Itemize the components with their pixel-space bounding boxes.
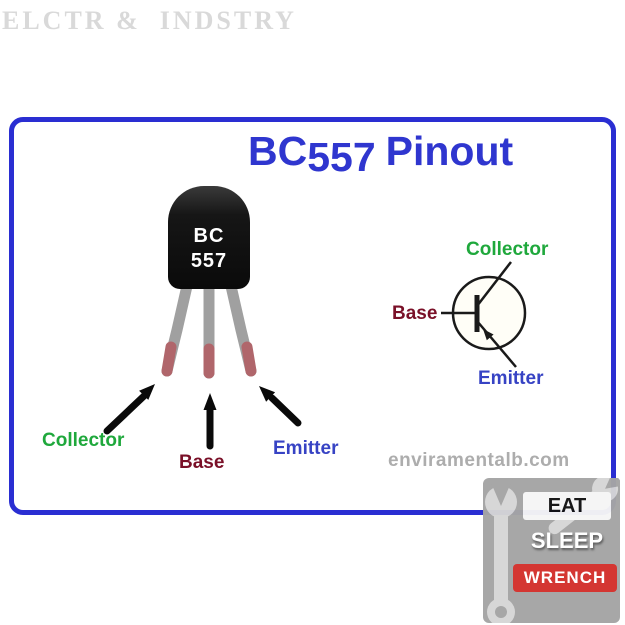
emitter-arrowhead-icon bbox=[259, 386, 276, 402]
pin-label-collector: Collector bbox=[42, 430, 125, 451]
logo-text-eat: EAT bbox=[523, 492, 611, 520]
transistor-legs-icon bbox=[161, 280, 257, 379]
package-label-line2: 557 bbox=[190, 250, 228, 272]
pin-label-base: Base bbox=[179, 452, 225, 473]
symbol-label-base: Base bbox=[392, 303, 438, 324]
transistor-package-label: BC 557 bbox=[168, 224, 250, 274]
symbol-label-collector: Collector bbox=[466, 239, 549, 260]
collector-arrow-icon bbox=[103, 392, 148, 435]
symbol-collector-lead bbox=[476, 261, 512, 307]
pin-label-emitter: Emitter bbox=[273, 438, 339, 459]
transistor-package-icon bbox=[168, 186, 250, 289]
top-watermark: ELCTR & INDSTRY bbox=[2, 6, 297, 35]
title-part-number: 557 bbox=[307, 134, 376, 180]
title-suffix: Pinout bbox=[385, 128, 514, 174]
logo-text-wrench: WRENCH bbox=[513, 564, 617, 592]
vertical-wrench-icon bbox=[485, 478, 517, 623]
title-prefix: BC bbox=[248, 128, 308, 174]
collector-leg-tip bbox=[161, 341, 177, 377]
package-label-line1: BC bbox=[193, 225, 225, 247]
symbol-pnp-arrowhead-icon bbox=[483, 329, 494, 341]
emitter-arrow-icon bbox=[268, 394, 302, 427]
emitter-leg-tip bbox=[241, 341, 257, 377]
transistor-symbol-icon bbox=[441, 261, 527, 368]
collector-arrowhead-icon bbox=[139, 384, 155, 400]
symbol-label-emitter: Emitter bbox=[478, 368, 544, 389]
site-watermark: enviramentalb.com bbox=[388, 450, 570, 471]
eat-sleep-wrench-logo: EAT SLEEP WRENCH bbox=[483, 478, 620, 623]
logo-text-sleep: SLEEP bbox=[530, 528, 604, 553]
base-arrowhead-icon bbox=[203, 393, 217, 410]
symbol-emitter-lead bbox=[476, 320, 517, 368]
